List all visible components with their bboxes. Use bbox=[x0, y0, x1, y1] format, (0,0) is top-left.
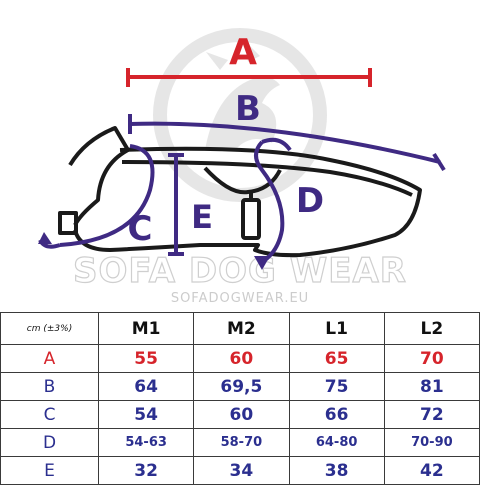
measure-line-a bbox=[126, 68, 372, 87]
table-cell: 60 bbox=[193, 344, 290, 373]
size-header-l1: L1 bbox=[288, 312, 385, 345]
label-a: A bbox=[229, 32, 257, 73]
table-cell: 38 bbox=[288, 456, 385, 485]
table-cell: 42 bbox=[383, 456, 480, 485]
table-row-a: A 55 60 65 70 bbox=[0, 344, 480, 373]
table-cell: 54 bbox=[97, 400, 195, 429]
table-cell: 72 bbox=[383, 400, 480, 429]
measure-line-c bbox=[38, 144, 155, 249]
watermark-brand: SOFA DOG WEAR bbox=[73, 251, 407, 291]
dog-logo-icon bbox=[153, 28, 327, 202]
table-cell: 65 bbox=[288, 344, 385, 373]
label-e: E bbox=[191, 198, 213, 236]
row-label-d: D bbox=[0, 428, 99, 457]
size-header-m1: M1 bbox=[97, 312, 195, 345]
label-b: B bbox=[235, 89, 261, 129]
size-header-row: cm (±3%) M1 M2 L1 L2 bbox=[0, 312, 480, 345]
table-cell: 70-90 bbox=[383, 428, 480, 457]
table-cell: 64 bbox=[97, 372, 195, 401]
table-cell: 34 bbox=[193, 456, 290, 485]
watermark: SOFA DOG WEAR SOFADOGWEAR.EU bbox=[72, 28, 407, 306]
size-header-l2: L2 bbox=[383, 312, 480, 345]
table-row-e: E 32 34 38 42 bbox=[0, 456, 480, 485]
row-label-c: C bbox=[0, 400, 99, 429]
size-table: cm (±3%) M1 M2 L1 L2 A 55 60 65 70 B 64 … bbox=[0, 312, 480, 485]
table-cell: 69,5 bbox=[193, 372, 290, 401]
measure-line-e bbox=[168, 153, 184, 256]
table-cell: 60 bbox=[193, 400, 290, 429]
coat-outline bbox=[58, 126, 422, 258]
table-cell: 66 bbox=[288, 400, 385, 429]
table-cell: 75 bbox=[288, 372, 385, 401]
label-d: D bbox=[296, 181, 324, 221]
measurement-diagram: SOFA DOG WEAR SOFADOGWEAR.EU A B C bbox=[38, 28, 446, 306]
size-header-m2: M2 bbox=[193, 312, 290, 345]
table-cell: 64-80 bbox=[288, 428, 385, 457]
table-cell: 58-70 bbox=[193, 428, 290, 457]
measure-line-d bbox=[254, 137, 292, 270]
row-label-b: B bbox=[0, 372, 99, 401]
label-c: C bbox=[128, 209, 153, 249]
unit-header: cm (±3%) bbox=[0, 312, 99, 345]
table-cell: 55 bbox=[97, 344, 195, 373]
table-row-c: C 54 60 66 72 bbox=[0, 400, 480, 429]
table-cell: 70 bbox=[383, 344, 480, 373]
table-cell: 54-63 bbox=[97, 428, 195, 457]
row-label-e: E bbox=[0, 456, 99, 485]
table-cell: 32 bbox=[97, 456, 195, 485]
watermark-url: SOFADOGWEAR.EU bbox=[171, 291, 309, 306]
table-row-d: D 54-63 58-70 64-80 70-90 bbox=[0, 428, 480, 457]
table-row-b: B 64 69,5 75 81 bbox=[0, 372, 480, 401]
row-label-a: A bbox=[0, 344, 99, 373]
table-cell: 81 bbox=[383, 372, 480, 401]
measure-line-b bbox=[128, 114, 446, 172]
